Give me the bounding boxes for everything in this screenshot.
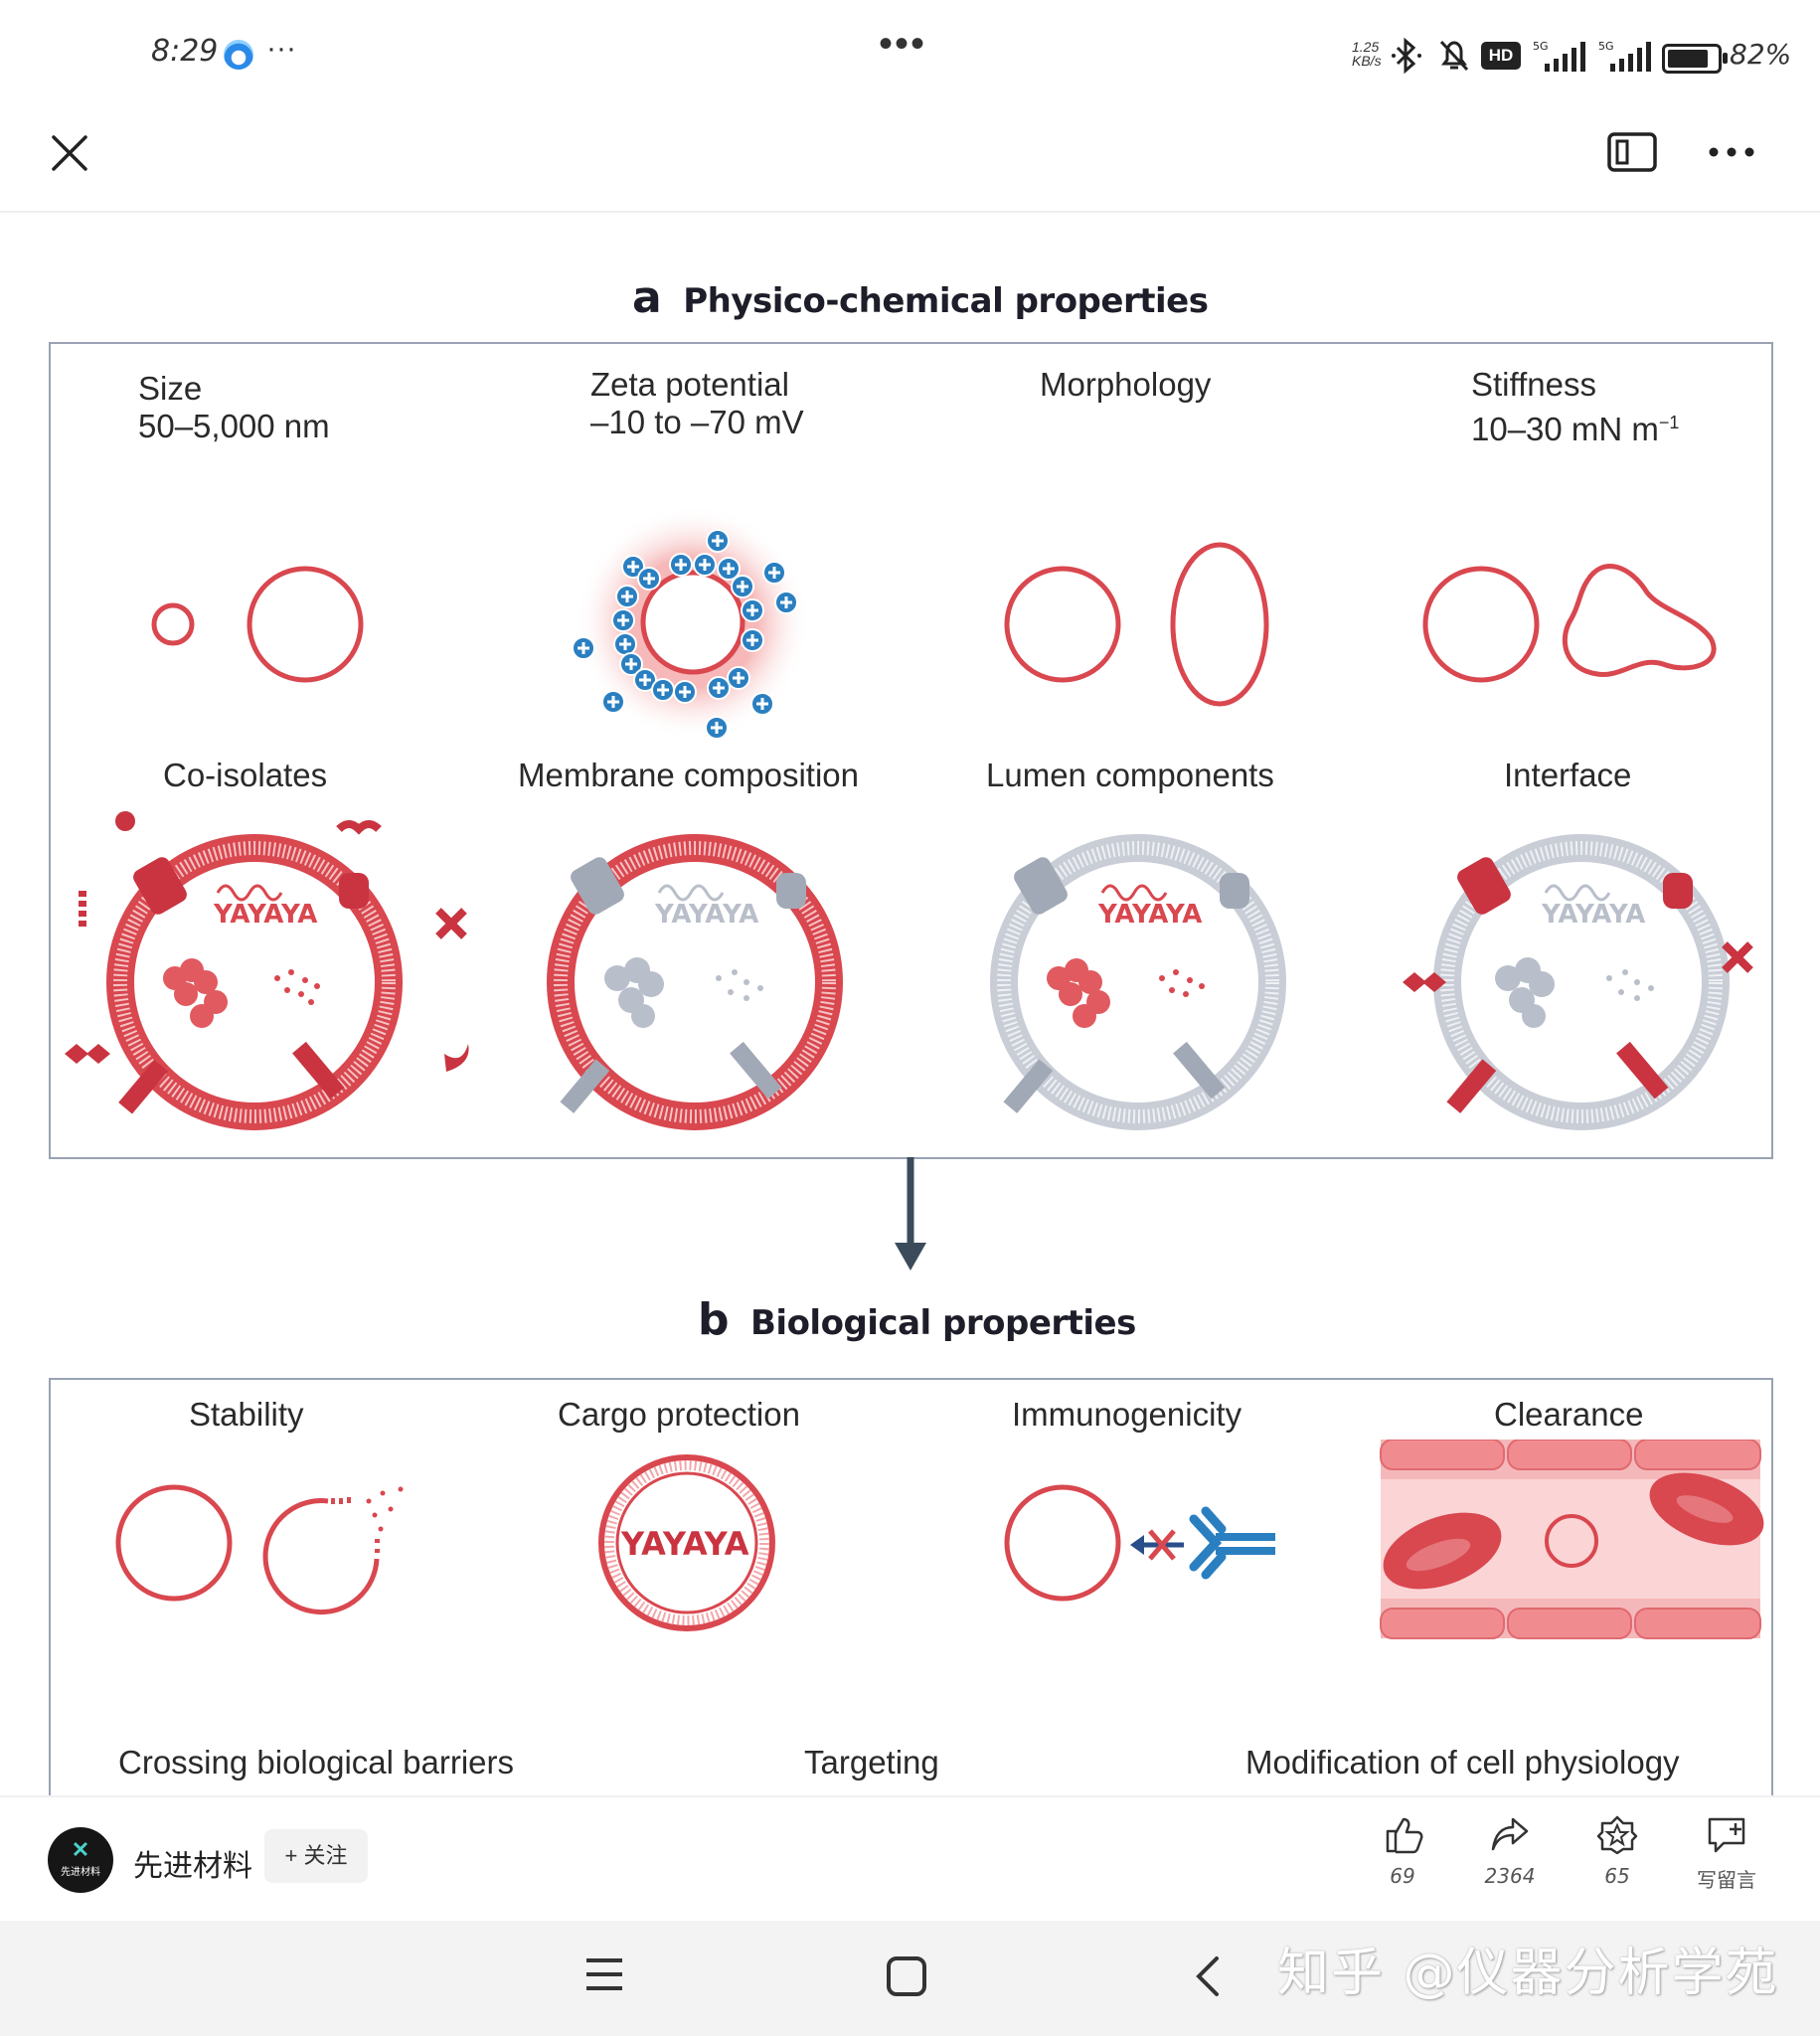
- like-icon: [1386, 1817, 1423, 1854]
- panel-a-row1-illustrations: [151, 505, 1717, 740]
- collect-button[interactable]: 65: [1572, 1813, 1662, 1888]
- interface-label: Interface: [1504, 757, 1632, 793]
- morphology-label: Morphology: [1040, 366, 1212, 403]
- modification-of-cell-physiology-label: Modification of cell physiology: [1245, 1744, 1680, 1781]
- lumen-components-vesicle: YAYAYA: [990, 834, 1286, 1130]
- panel-b: Stability Cargo protection Immunogenicit…: [49, 1378, 1773, 1817]
- bluetooth-icon: [1392, 38, 1421, 74]
- svg-text:YAYAYA: YAYAYA: [1097, 900, 1202, 930]
- immunogenicity-label: Immunogenicity: [1012, 1396, 1242, 1433]
- top-toolbar: [0, 109, 1820, 213]
- crossing-biological-barriers-label: Crossing biological barriers: [118, 1744, 514, 1781]
- follow-button[interactable]: + 关注: [264, 1829, 368, 1883]
- battery-percentage: 82%: [1730, 38, 1792, 71]
- home-icon[interactable]: [885, 1954, 928, 1998]
- status-time: 8:29: [151, 34, 219, 69]
- hd-icon: HD: [1481, 42, 1521, 70]
- membrane-composition-vesicle: YAYAYA: [547, 834, 843, 1130]
- panel-b-row1-illustrations: YAYAYA: [115, 1440, 1764, 1639]
- interface-vesicle: YAYAYA: [1403, 834, 1753, 1130]
- svg-text:YAYAYA: YAYAYA: [213, 900, 317, 930]
- battery-icon: [1662, 44, 1728, 74]
- collect-icon: [1596, 1815, 1638, 1855]
- net-speed: 1.25 KB/s: [1352, 39, 1382, 69]
- immunogenicity-illustration: [1004, 1484, 1275, 1602]
- zeta-potential-illustration: [572, 505, 810, 740]
- svg-text:5G: 5G: [1598, 40, 1614, 53]
- co-isolates-vesicle: YAYAYA: [65, 811, 469, 1130]
- reader-mode-icon[interactable]: [1606, 129, 1660, 175]
- stability-label: Stability: [189, 1396, 304, 1433]
- avatar[interactable]: ✕ 先进材料: [48, 1827, 113, 1893]
- morphology-illustration: [1004, 542, 1269, 707]
- back-icon[interactable]: [1191, 1954, 1227, 1998]
- panel-a-row2-illustrations: YAYAYA YAYAYA: [65, 811, 1753, 1130]
- stability-illustration: [115, 1484, 404, 1615]
- clearance-illustration: [1380, 1440, 1764, 1639]
- signal-icon: 5G: [1598, 40, 1651, 72]
- more-icon[interactable]: [1706, 137, 1759, 167]
- drag-handle-icon[interactable]: •••: [879, 22, 927, 66]
- zeta-potential-label: Zeta potential –10 to –70 mV: [590, 366, 804, 440]
- author-name[interactable]: 先进材料: [133, 1849, 252, 1884]
- lumen-components-label: Lumen components: [986, 757, 1274, 793]
- status-bar: 8:29 ··· ••• 1.25 KB/s HD 5G 5G 82%: [0, 0, 1820, 109]
- comment-button[interactable]: 写留言: [1682, 1813, 1771, 1893]
- like-button[interactable]: 69: [1358, 1813, 1447, 1888]
- svg-text:YAYAYA: YAYAYA: [654, 900, 758, 930]
- size-label: Size 50–5,000 nm: [138, 370, 330, 444]
- menu-icon[interactable]: [582, 1954, 626, 1994]
- close-icon[interactable]: [48, 131, 91, 175]
- svg-text:YAYAYA: YAYAYA: [1541, 900, 1645, 930]
- targeting-label: Targeting: [804, 1744, 939, 1781]
- stiffness-label: Stiffness 10–30 mN m−1: [1471, 366, 1680, 447]
- cargo-protection-label: Cargo protection: [558, 1396, 800, 1433]
- panel-a: Size 50–5,000 nm Zeta potential –10 to –…: [49, 342, 1773, 1159]
- clearance-label: Clearance: [1494, 1396, 1644, 1433]
- share-button[interactable]: 2364: [1465, 1813, 1555, 1888]
- cargo-protection-illustration: YAYAYA: [598, 1454, 775, 1631]
- system-nav-bar: [0, 1921, 1820, 2036]
- co-isolates-label: Co-isolates: [163, 757, 328, 793]
- notification-more-icon: ···: [266, 32, 296, 65]
- cloud-icon: [224, 40, 253, 70]
- size-illustration: [151, 566, 364, 683]
- share-icon: [1491, 1817, 1529, 1851]
- svg-text:5G: 5G: [1533, 40, 1549, 53]
- comment-icon: [1708, 1817, 1745, 1853]
- svg-text:YAYAYA: YAYAYA: [620, 1525, 749, 1563]
- down-arrow: [895, 1157, 926, 1271]
- mute-bell-icon: [1439, 40, 1469, 72]
- membrane-composition-label: Membrane composition: [518, 757, 859, 793]
- watermark: 知乎 @仪器分析学苑: [1277, 1944, 1779, 2003]
- signal-icon: 5G: [1533, 40, 1585, 72]
- stiffness-illustration: [1422, 564, 1717, 683]
